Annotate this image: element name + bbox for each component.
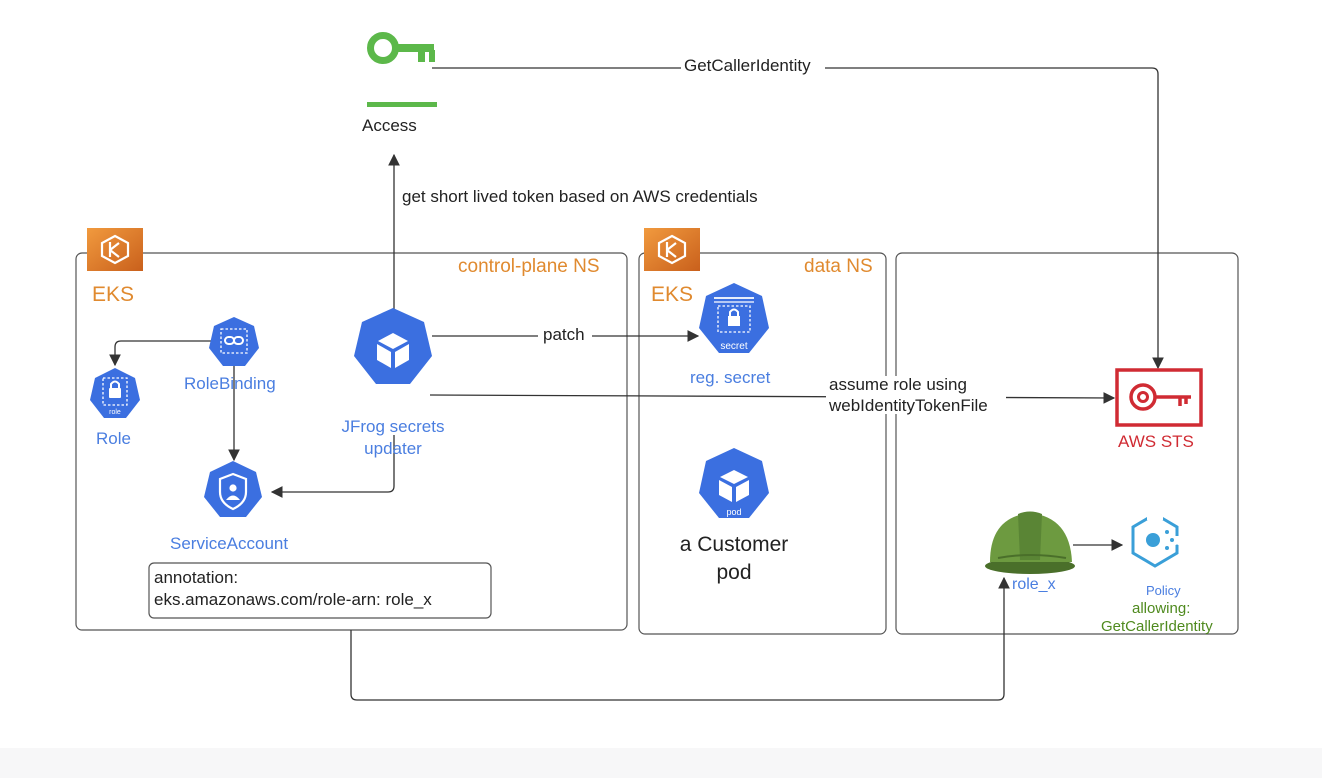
pod-to-serviceaccount-edge	[270, 435, 395, 498]
get-caller-identity-edge	[432, 67, 1164, 370]
assume-role-label-line1: assume role using	[829, 375, 967, 394]
jfrog-pod-label-line2: updater	[364, 439, 422, 458]
footer-band	[0, 748, 1322, 778]
annotation-box	[148, 562, 492, 619]
rolebinding-to-role-edge	[109, 340, 212, 367]
assume-role-edge	[429, 392, 1116, 404]
sts-icon	[1115, 368, 1203, 427]
key-icon	[367, 32, 437, 107]
reg-secret-label: reg. secret	[690, 368, 771, 387]
access-label: Access	[362, 116, 417, 135]
hard-hat-icon	[985, 511, 1075, 574]
eks-logo-icon	[87, 228, 143, 271]
assume-role-label-line2: webIdentityTokenFile	[829, 396, 988, 415]
policy-label: Policy	[1146, 583, 1181, 598]
get-caller-identity-label: GetCallerIdentity	[684, 56, 811, 75]
secret-icon-text: secret	[720, 341, 747, 352]
eks-logo-icon	[644, 228, 700, 271]
patch-label-bg	[538, 326, 592, 346]
customer-pod-icon: pod	[699, 448, 769, 518]
aws-sts-label: AWS STS	[1118, 432, 1194, 451]
patch-label: patch	[543, 325, 585, 344]
annotation-line2: eks.amazonaws.com/role-arn: role_x	[154, 590, 432, 609]
policy-allowing-label-line1: allowing:	[1132, 600, 1191, 617]
policy-icon	[1131, 512, 1182, 568]
serviceaccount-icon	[204, 461, 262, 517]
customer-pod-label-line1: a Customer	[679, 533, 789, 556]
rolebinding-icon	[209, 317, 259, 366]
data-ns-box	[638, 252, 887, 635]
customer-pod-label-line2: pod	[716, 561, 752, 584]
caller-identity-label-bg	[681, 58, 825, 78]
role-label: Role	[96, 429, 131, 448]
short-lived-token-label: get short lived token based on AWS crede…	[402, 187, 758, 206]
secret-icon: secret	[699, 283, 769, 353]
eks-label: EKS	[651, 283, 694, 306]
aws-box	[895, 252, 1239, 635]
annotation-to-role-x-edge	[350, 576, 1010, 701]
annotation-line1: annotation:	[154, 568, 239, 587]
eks-label: EKS	[92, 283, 135, 306]
role-icon-text: role	[109, 409, 121, 416]
serviceaccount-label: ServiceAccount	[170, 534, 289, 553]
pod-icon: pod	[354, 308, 432, 398]
pod-icon-text: pod	[384, 386, 402, 398]
data-ns-label: data NS	[804, 256, 873, 277]
policy-allowing-label-line2: GetCallerIdentity	[1101, 618, 1213, 635]
rolebinding-label: RoleBinding	[184, 374, 276, 393]
assume-role-label-bg	[826, 376, 1006, 414]
role-icon: role	[90, 368, 140, 418]
role-x-label: role_x	[1012, 576, 1056, 593]
customer-pod-icon-text: pod	[726, 507, 741, 517]
jfrog-pod-label-line1: JFrog secrets	[341, 417, 445, 436]
control-plane-ns-label: control-plane NS	[458, 256, 600, 277]
